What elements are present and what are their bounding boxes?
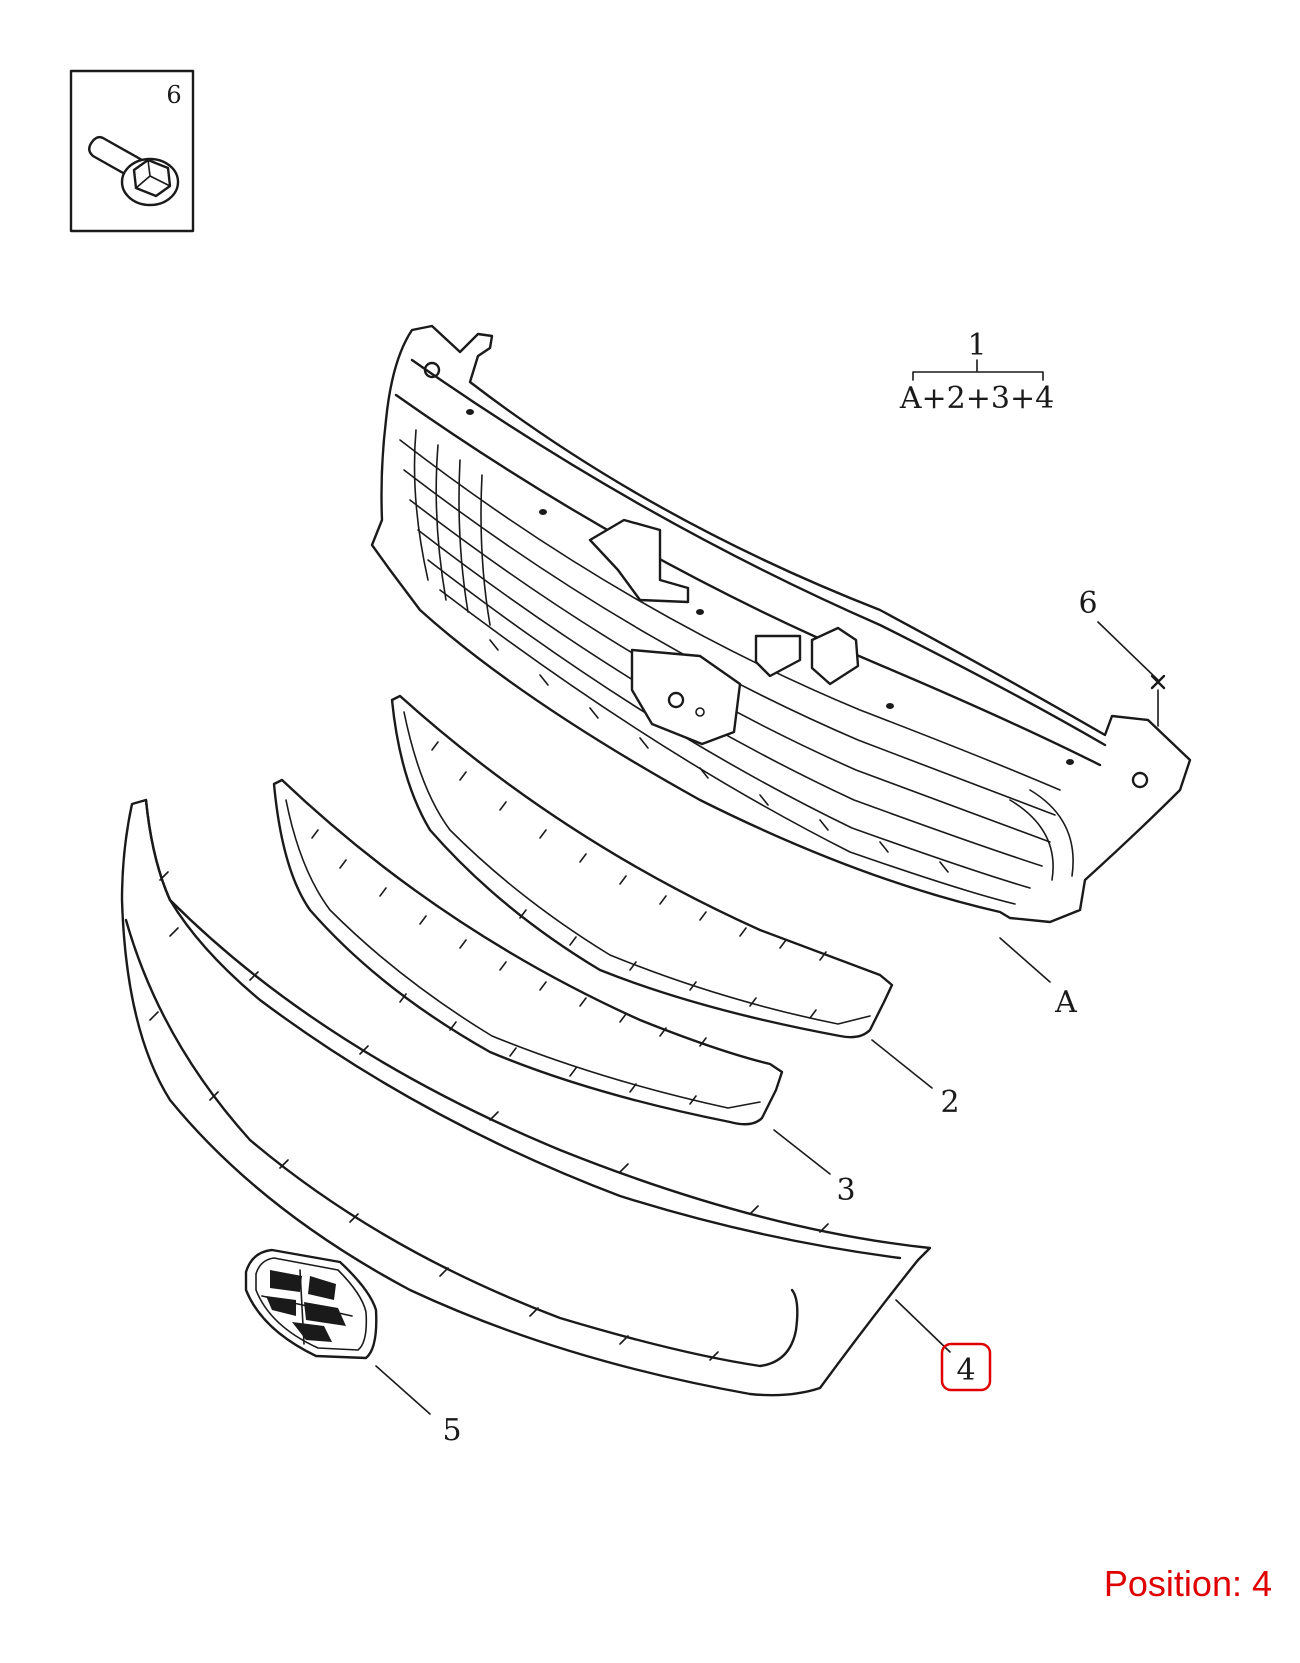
assembly-formula: 1 A+2+3+4	[899, 328, 1054, 416]
trim-strip-part-2	[390, 694, 894, 1039]
leader-screw	[1097, 621, 1159, 681]
leader-3	[773, 1129, 831, 1175]
inset-number: 6	[166, 81, 181, 109]
assembly-number: 1	[967, 328, 986, 363]
assembly-formula-text: A+2+3+4	[899, 381, 1054, 416]
emblem-logo-icon	[261, 1269, 353, 1345]
formula-bracket	[912, 359, 1044, 381]
screw-inset: 6	[69, 69, 195, 233]
callout-grille-frame: A	[1054, 985, 1077, 1020]
emblem-5-callout-group: 5	[375, 1365, 462, 1448]
trim-2-callout-group: 2	[871, 1039, 960, 1120]
screw-callout-group: 6	[1078, 586, 1166, 727]
leader-2	[871, 1039, 933, 1089]
callout-trim-2: 2	[940, 1085, 959, 1120]
leader-5	[375, 1365, 431, 1415]
callout-screw: 6	[1078, 586, 1097, 621]
grille-frame-callout-group: A	[999, 937, 1077, 1020]
grille-surround-part-4	[120, 798, 932, 1397]
trim-3-callout-group: 3	[773, 1129, 856, 1208]
position-label: Position: 4	[1103, 1563, 1272, 1604]
emblem-part-5	[244, 1248, 378, 1360]
highlighted-position-box	[940, 1342, 992, 1392]
callout-surround-4: 4	[956, 1353, 975, 1388]
surround-4-callout-group: 4	[895, 1299, 992, 1392]
leader-4	[895, 1299, 951, 1353]
grille-frame-part-a	[370, 324, 1192, 924]
callout-emblem-5: 5	[442, 1413, 461, 1448]
trim-strip-part-3	[272, 778, 784, 1126]
screw-position-mark-icon	[1150, 674, 1166, 690]
leader-a	[999, 937, 1051, 983]
inset-frame	[69, 69, 195, 233]
screw-icon	[88, 135, 180, 207]
callout-trim-3: 3	[836, 1173, 855, 1208]
